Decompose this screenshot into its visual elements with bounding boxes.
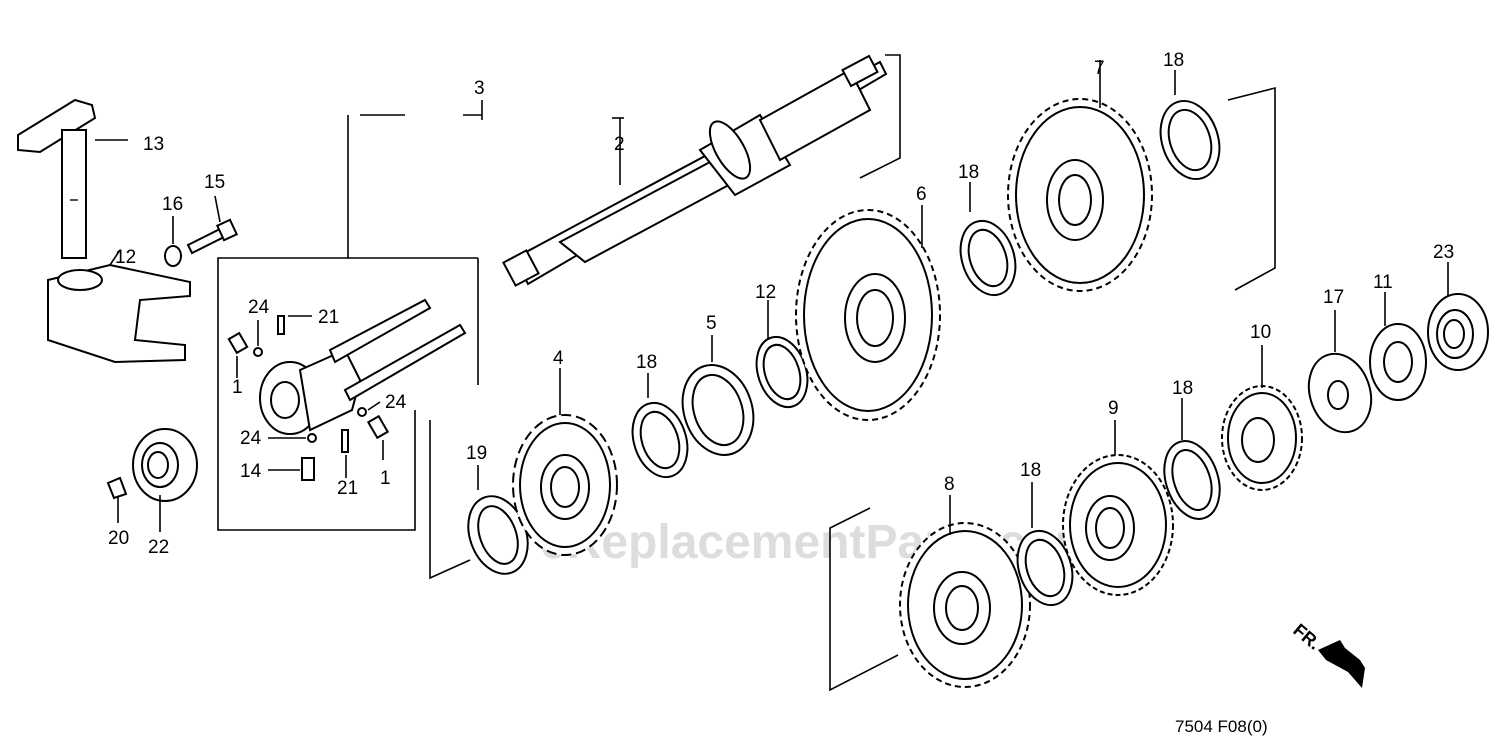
label-16: 16 [162,194,183,215]
part-8-gear[interactable] [829,495,1031,692]
part-12-shift-fork[interactable] [47,249,191,364]
label-24-b: 24 [385,392,407,413]
label-13: 13 [143,134,164,155]
label-21-a: 21 [318,307,339,328]
label-12-washer: 12 [755,282,776,303]
part-17-thrust-washer[interactable] [1299,310,1381,440]
label-21-b: 21 [337,478,358,499]
label-18-d: 18 [1020,460,1041,481]
part-15-bolt[interactable] [186,195,239,255]
label-8: 8 [944,474,955,495]
label-18-e: 18 [1172,378,1193,399]
label-12: 12 [115,247,136,268]
part-labels: 13 12 16 15 3 24 21 1 24 24 14 21 1 20 2… [108,50,1454,558]
part-11-needle-bearing[interactable] [1369,292,1427,401]
label-7: 7 [1094,58,1105,79]
label-10: 10 [1250,322,1271,343]
label-18-a: 18 [636,352,657,373]
label-17: 17 [1323,287,1344,308]
part-18-washer-b[interactable] [952,182,1025,302]
part-4-sprocket[interactable] [512,368,618,556]
part-18-washer-e[interactable] [1155,398,1229,526]
part-16-nut[interactable] [164,216,182,267]
part-13-shift-lever[interactable] [17,98,128,259]
part-20-key[interactable] [106,476,128,523]
label-22: 22 [148,537,169,558]
part-7-gear[interactable] [1007,60,1153,292]
part-19-washer[interactable] [429,420,538,582]
front-direction-arrow: FR. [1289,620,1365,688]
part-22-bearing[interactable] [132,428,198,532]
part-12-washer[interactable] [748,300,816,414]
label-3: 3 [474,78,485,99]
label-1-a: 1 [232,377,243,398]
label-18-c: 18 [1163,50,1184,71]
label-14: 14 [240,461,262,482]
part-18-washer-c[interactable] [1151,70,1276,291]
part-6-gear[interactable] [795,205,941,421]
part-9-gear[interactable] [1062,420,1174,596]
label-1-b: 1 [380,468,391,489]
label-23: 23 [1433,242,1454,263]
label-18-b: 18 [958,162,979,183]
label-4: 4 [553,348,564,369]
label-19: 19 [466,443,487,464]
label-11: 11 [1373,272,1393,293]
part-18-washer-d[interactable] [1009,482,1082,612]
label-5: 5 [706,313,717,334]
label-20: 20 [108,528,129,549]
part-10-gear[interactable] [1221,345,1303,491]
part-23-bearing[interactable] [1427,262,1489,371]
label-2: 2 [614,134,625,155]
label-15: 15 [204,172,225,193]
diagram-code: 7504 F08(0) [1175,717,1268,736]
label-24-a: 24 [248,297,270,318]
label-9: 9 [1108,398,1119,419]
part-18-washer-a[interactable] [624,373,697,484]
part-3-shift-drum-assembly[interactable] [217,100,483,531]
part-5-bushing[interactable] [671,335,764,464]
part-2-countershaft[interactable] [502,54,901,287]
label-24-c: 24 [240,428,262,449]
label-6: 6 [916,184,927,205]
direction-label: FR. [1289,620,1324,654]
